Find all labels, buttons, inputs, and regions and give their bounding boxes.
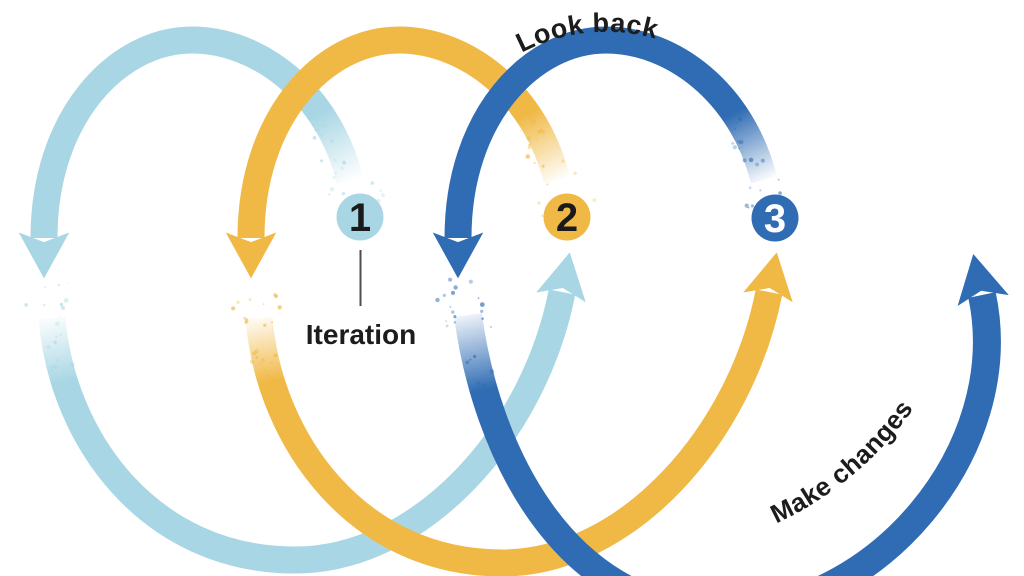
loop-2-make-changes-arc	[245, 252, 793, 576]
step-badges: 1 2 3	[336, 193, 799, 242]
step-2-badge	[543, 193, 591, 241]
step-1-badge	[336, 193, 384, 241]
step-2-number: 2	[556, 196, 578, 240]
loop-1-make-changes-arc	[38, 252, 586, 574]
step-1-number: 1	[349, 196, 371, 240]
loop-2-bottom-spray-texture	[231, 293, 282, 382]
loop-2-look-back-arc	[225, 26, 571, 279]
loop-1-light-blue	[18, 26, 586, 574]
loop-1-look-back-arc	[18, 26, 364, 279]
loop-3-look-back-arc	[432, 26, 778, 279]
step-3-number: 3	[764, 197, 786, 241]
loop-3-bottom-spray-texture	[435, 277, 496, 391]
step-3-badge	[751, 194, 799, 242]
loop-3-make-changes-arc	[454, 254, 1009, 576]
make-changes-label: Make changes	[766, 394, 919, 529]
loop-1-bottom-spray-texture	[24, 282, 75, 387]
iteration-label: Iteration	[306, 319, 416, 350]
